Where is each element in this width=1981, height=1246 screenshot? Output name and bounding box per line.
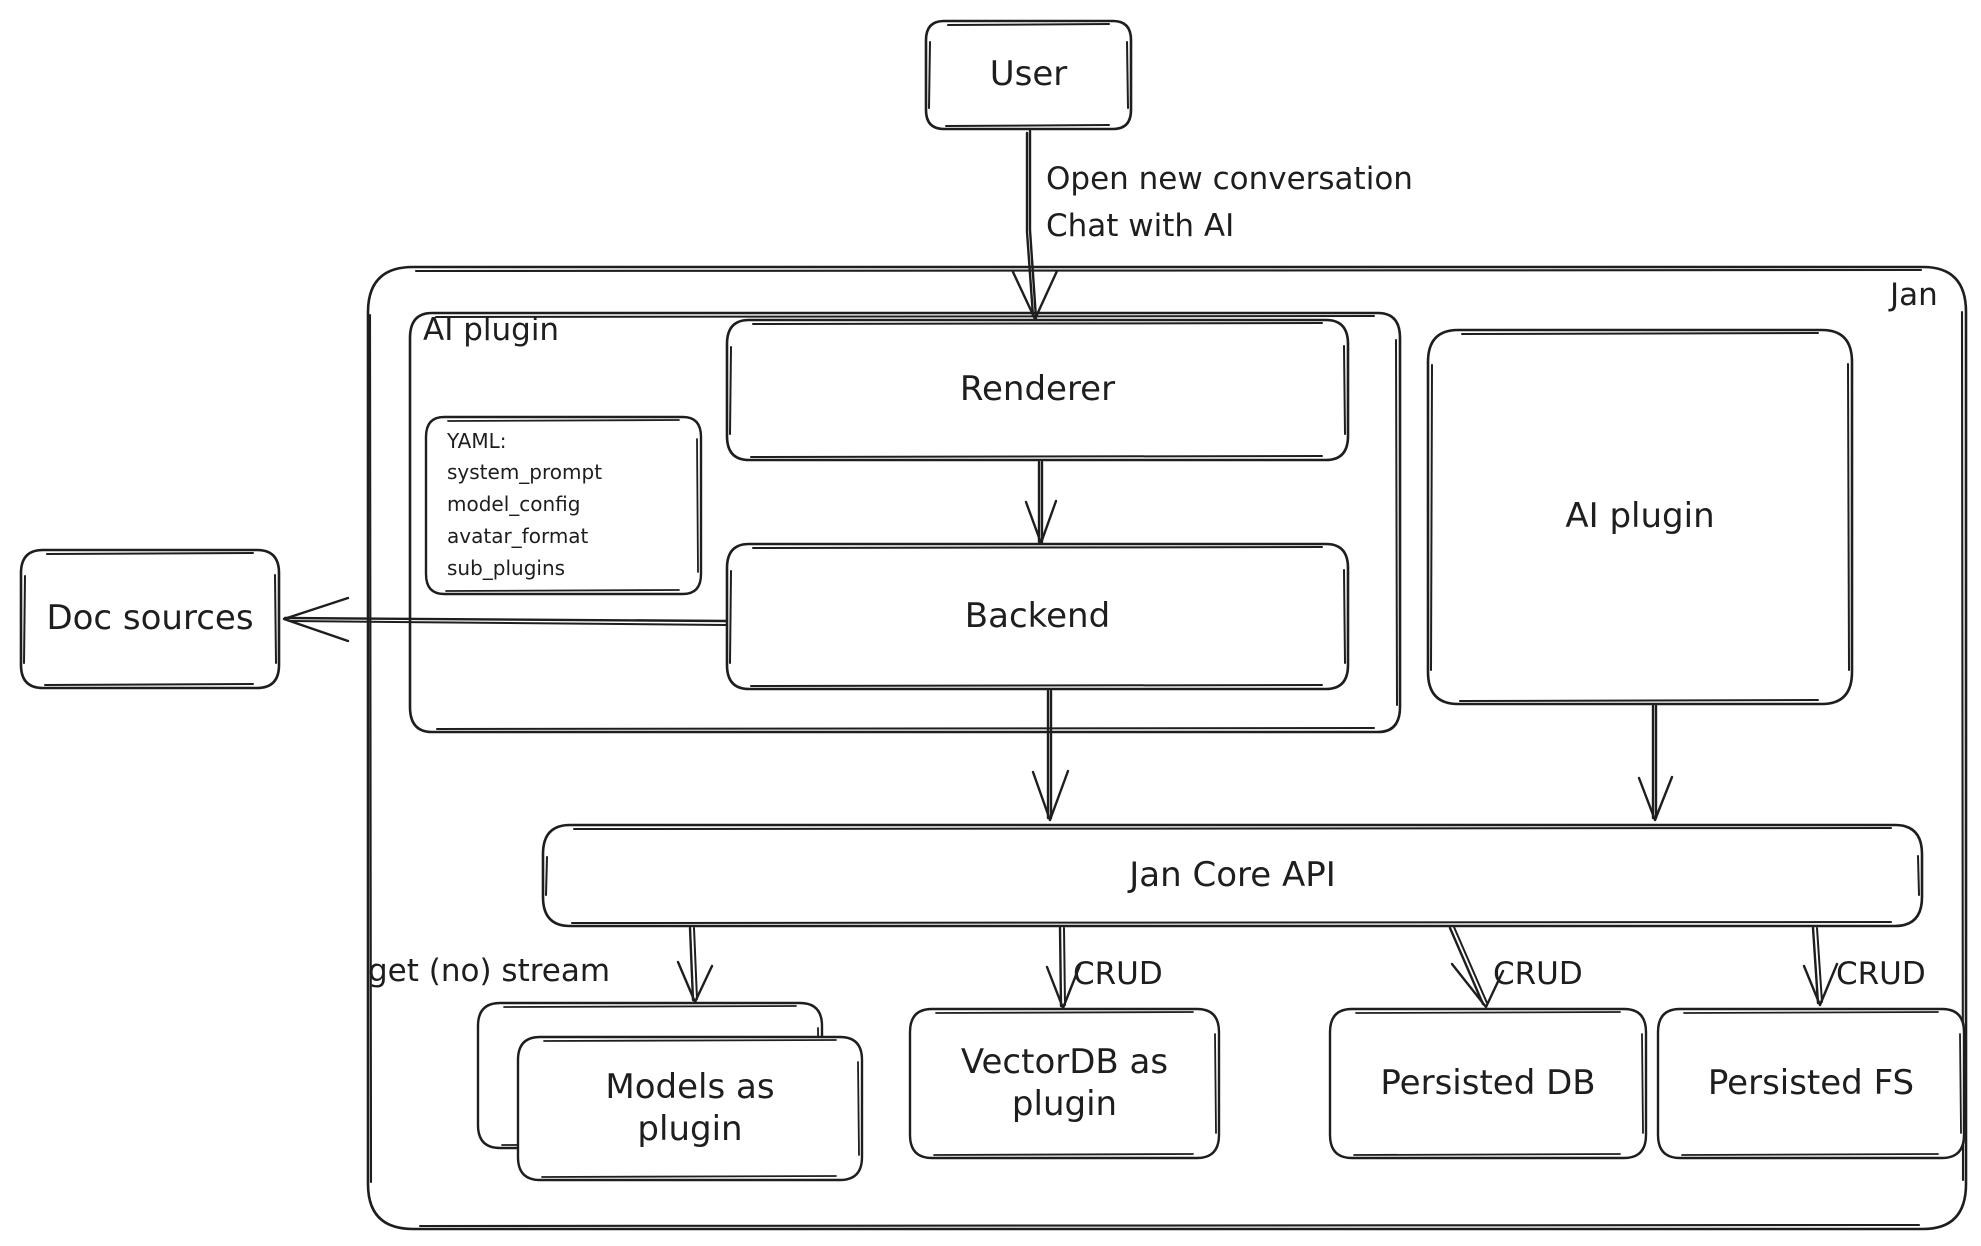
edge-backend-to-doc-sources xyxy=(282,596,728,643)
edge-backend-to-jan-core-api xyxy=(1031,689,1070,822)
edge-jan-core-api-to-persisted-fs xyxy=(1802,926,1839,1007)
node-persisted-fs-shape xyxy=(1656,1007,1966,1160)
edge-user-to-renderer xyxy=(1011,129,1059,321)
node-vectordb-plugin-shape xyxy=(908,1007,1221,1160)
yaml-card-shape xyxy=(424,415,703,596)
node-persisted-db-shape xyxy=(1328,1007,1648,1160)
node-doc-sources-shape xyxy=(19,548,281,690)
node-renderer-shape xyxy=(725,318,1350,462)
edge-jan-core-api-to-vectordb-plugin xyxy=(1045,926,1082,1010)
node-models-plugin-shape xyxy=(516,1035,864,1182)
edge-jan-core-api-to-persisted-db xyxy=(1448,926,1505,1009)
node-jan-core-api-shape xyxy=(541,823,1924,928)
edge-ai-plugin-to-jan-core-api xyxy=(1637,704,1674,822)
node-ai-plugin-shape xyxy=(1426,328,1854,706)
edge-renderer-to-backend xyxy=(1024,460,1058,545)
node-user-shape xyxy=(924,19,1133,131)
node-backend-shape xyxy=(725,542,1350,691)
edge-jan-core-api-to-models-plugin xyxy=(676,926,714,1004)
